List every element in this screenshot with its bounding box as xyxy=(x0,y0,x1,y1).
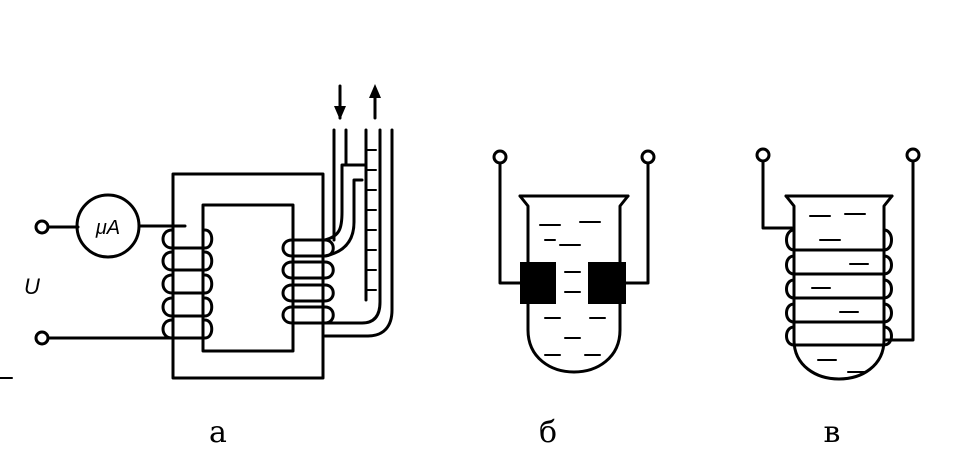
flow-in-arrow-icon xyxy=(334,84,346,120)
caption-b: б xyxy=(539,415,557,450)
voltage-label: U xyxy=(24,274,40,299)
terminal-c-right xyxy=(905,147,921,163)
liquid-b xyxy=(539,221,606,356)
caption-a: а xyxy=(209,415,227,450)
coil-windings-c xyxy=(785,228,893,347)
terminal-b-right xyxy=(640,149,656,165)
terminal-b-left xyxy=(492,149,508,165)
beaker-b xyxy=(518,194,630,374)
caption-c: в xyxy=(824,415,841,450)
figure-b: б xyxy=(492,149,656,450)
flow-out-arrow-icon xyxy=(369,84,381,120)
gauge-scale xyxy=(365,149,377,291)
wire-c-left xyxy=(761,159,794,230)
terminal-c-left xyxy=(755,147,771,163)
transformer-core-window xyxy=(201,203,295,353)
tube-return xyxy=(323,128,382,325)
secondary-tube-coil xyxy=(281,238,335,325)
tube-left-wall xyxy=(323,163,358,242)
figure-c: в xyxy=(755,147,921,450)
tube-inner-wall xyxy=(323,178,364,258)
wire-c-right xyxy=(884,159,915,342)
wire-b-left xyxy=(498,161,524,285)
meter-label: μA xyxy=(95,217,120,239)
electrode-right xyxy=(588,262,626,304)
terminal-bottom-left xyxy=(34,330,50,346)
beaker-c xyxy=(784,194,894,381)
liquid-c xyxy=(809,213,869,373)
electrode-left xyxy=(520,262,556,304)
primary-coil xyxy=(161,228,214,340)
wire-b-right xyxy=(624,161,650,285)
figure-a: μA U xyxy=(0,84,394,450)
terminal-top-left xyxy=(34,219,50,235)
tube-return-inner xyxy=(323,128,394,338)
